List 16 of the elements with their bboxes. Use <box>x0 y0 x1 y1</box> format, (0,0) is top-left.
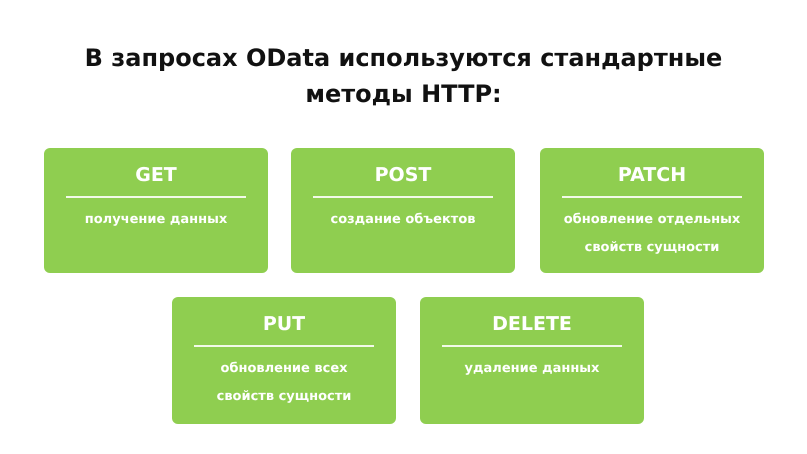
method-card <box>291 148 515 273</box>
method-name: PATCH <box>616 163 688 188</box>
method-name: GET <box>134 163 178 188</box>
method-description: удаление данных <box>464 360 600 378</box>
method-description: создание объектов <box>329 211 476 229</box>
method-description: обновление всех свойств сущности <box>216 360 352 406</box>
method-name: DELETE <box>491 312 573 337</box>
method-name: PUT <box>262 312 306 337</box>
method-description: получение данных <box>84 211 228 229</box>
method-description: обновление отдельных свойств сущности <box>562 211 742 257</box>
title: В запросах OData используются стандартные методы HTTP: <box>84 43 724 110</box>
method-card <box>44 148 268 273</box>
method-card <box>540 148 764 273</box>
method-name: POST <box>374 163 432 188</box>
method-card <box>172 297 396 424</box>
method-card <box>420 297 644 424</box>
